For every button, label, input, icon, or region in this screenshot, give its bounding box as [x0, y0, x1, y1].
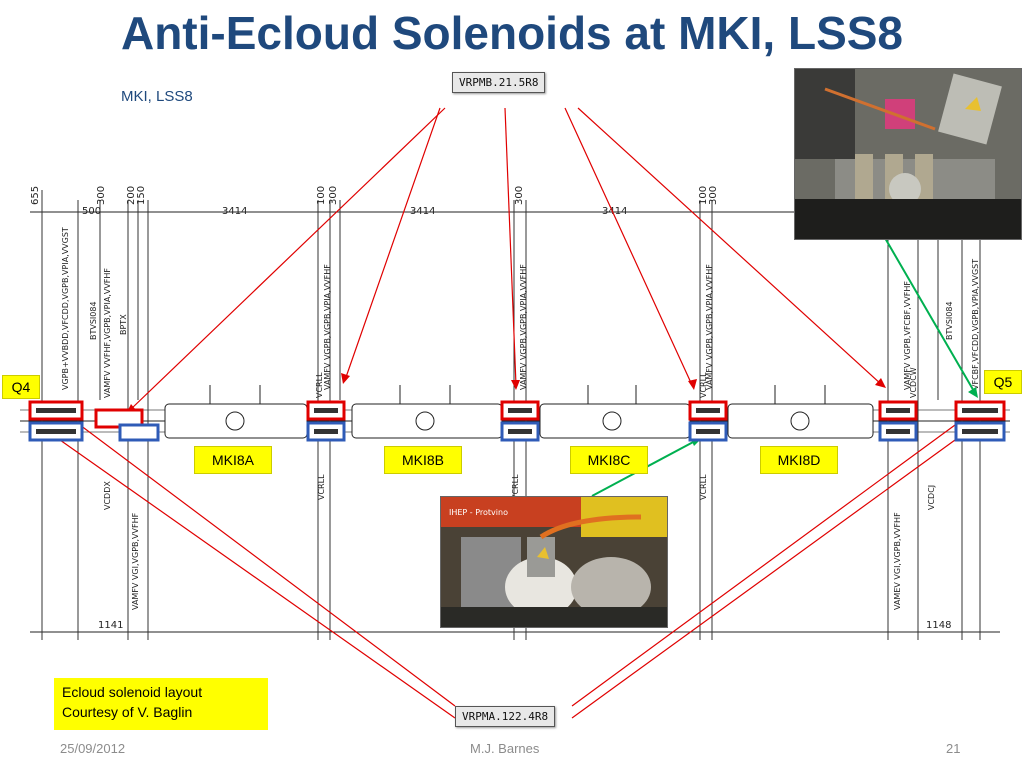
callout-top: VRPMB.21.5R8: [452, 72, 546, 93]
dim-label: 1148: [926, 620, 951, 631]
footer-page-number: 21: [946, 741, 961, 756]
mki-tank-b: [351, 403, 503, 439]
component-label: VCDDX: [103, 481, 112, 510]
component-label: VAMFV VGPB,VGPB,VPIA,VVFHF: [323, 264, 332, 390]
component-label: VCRLL: [699, 474, 708, 500]
dim-label: 100: [316, 186, 327, 205]
component-label: VCRLL: [511, 474, 520, 500]
magnet-label-b: MKI8B: [384, 446, 462, 474]
component-label: VGPB+VVBDD,VFCDD,VGPB,VPIA,VVGST: [61, 227, 70, 390]
footer-date: 25/09/2012: [60, 741, 126, 756]
component-label: VAMEV VGI,VGPB,VVFHF: [893, 512, 902, 610]
callout-bottom: VRPMA.122.4R8: [455, 706, 556, 727]
arrows-top: [129, 107, 883, 411]
component-label: VCDCW: [909, 367, 918, 398]
component-label: BPTX: [119, 314, 128, 335]
component-label: VAMFV VGPB,VFCBF,VVFHF: [903, 281, 912, 390]
dim-label: 3414: [602, 206, 627, 217]
component-label: VAMFV VGPB,VGPB,VPIA,VVFHF: [519, 264, 528, 390]
arrows-bottom: [59, 424, 956, 719]
dim-label: 100: [698, 186, 709, 205]
dim-label: 300: [96, 186, 107, 205]
footer-author: M.J. Barnes: [470, 741, 540, 756]
quad-q4: Q4: [2, 375, 40, 399]
dim-label: 200: [126, 186, 137, 205]
dim-label: 150: [136, 186, 147, 205]
component-label: VAMFV VGPB,VGPB,VPIA,VVFHF: [705, 264, 714, 390]
mki-tank-a: [164, 403, 308, 439]
dim-label: 3414: [222, 206, 247, 217]
mki-tank-c: [539, 403, 691, 439]
component-label: VCRLL: [317, 474, 326, 500]
magnet-label-a: MKI8A: [194, 446, 272, 474]
note-line-1: Ecloud solenoid layout: [62, 684, 203, 700]
component-label: VCRLL: [315, 372, 324, 398]
magnet-label-c: MKI8C: [570, 446, 648, 474]
section-subtitle: MKI, LSS8: [121, 88, 193, 105]
component-label: VCDCJ: [927, 485, 936, 510]
dim-label: 300: [514, 186, 525, 205]
photo-solenoid-protvino: IHEP - Protvino: [440, 496, 668, 628]
quad-q5: Q5: [984, 370, 1022, 394]
magnet-label-d: MKI8D: [760, 446, 838, 474]
photo-text: IHEP - Protvino: [449, 508, 508, 517]
dim-label: 3414: [410, 206, 435, 217]
page-title: Anti-Ecloud Solenoids at MKI, LSS8: [120, 7, 904, 59]
component-label: VAMFV VVFHF,VGPB,VPIA,VVFHF: [103, 268, 112, 398]
courtesy-note: Ecloud solenoid layout Courtesy of V. Ba…: [54, 678, 268, 730]
dim-label: 500: [82, 206, 101, 217]
dim-label: 655: [30, 186, 41, 205]
photo-solenoid-installed: [794, 68, 1022, 240]
dim-label: 300: [708, 186, 719, 205]
component-label: VCRLL: [699, 372, 708, 398]
mki-tank-d: [727, 403, 874, 439]
component-label: BTVSI084: [945, 301, 954, 340]
component-label: VAMFV VGI,VGPB,VVFHF: [131, 512, 140, 610]
component-label: VFCBF,VFCDD,VGPB,VPIA,VVGST: [971, 259, 980, 390]
note-line-2: Courtesy of V. Baglin: [62, 704, 193, 720]
dim-label: 1141: [98, 620, 123, 631]
dim-label: 300: [328, 186, 339, 205]
component-label: BTVSI084: [89, 301, 98, 340]
